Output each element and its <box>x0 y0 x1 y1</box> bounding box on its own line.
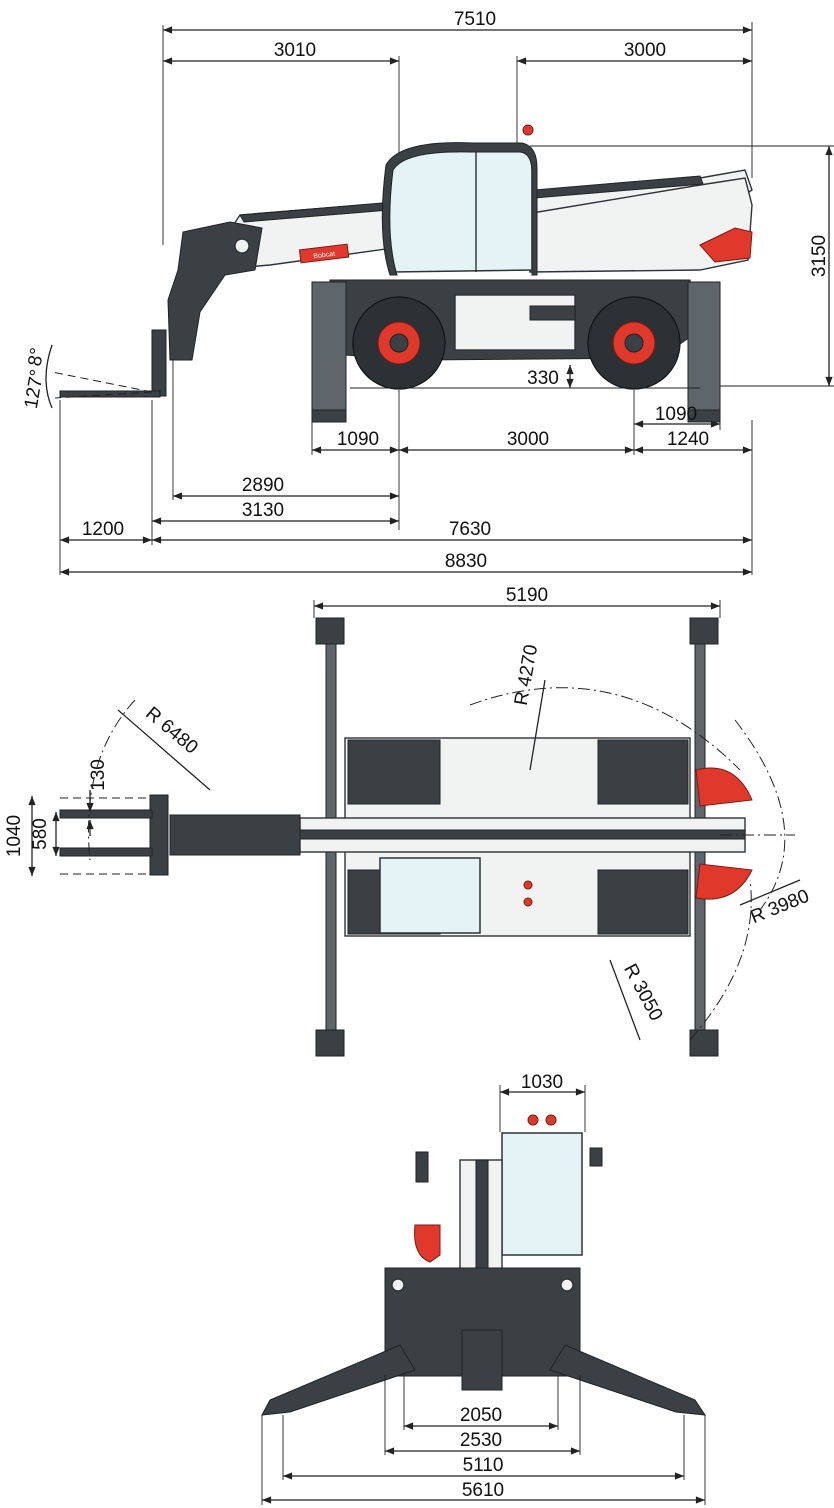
dim-5190: 5190 <box>506 585 548 606</box>
dim-580: 580 <box>30 818 51 850</box>
cab-window <box>384 146 533 273</box>
rear-light-red <box>699 227 753 263</box>
boom-logo-text: Bobcat <box>313 251 336 261</box>
dim-1090-front: 1090 <box>337 429 379 450</box>
rear-view: 1030 2050 2530 5110 5610 <box>261 1072 707 1505</box>
dim-1200: 1200 <box>82 519 124 540</box>
side-view: 7510 3010 3000 3150 Bobcat <box>21 9 834 576</box>
dim-1240: 1240 <box>667 429 709 450</box>
dim-2530: 2530 <box>460 1430 502 1451</box>
dim-5610: 5610 <box>462 1480 504 1501</box>
stabilizer-pad <box>689 617 719 645</box>
front-stabilizer-pad <box>311 409 347 423</box>
beacon-rear <box>527 1114 539 1126</box>
dim-3150: 3150 <box>809 235 830 277</box>
cab-rear-window <box>501 1132 583 1256</box>
boom-head-top <box>169 814 301 856</box>
dim-radius-3050: R 3050 <box>619 960 666 1024</box>
dim-3000-wheelbase: 3000 <box>507 429 549 450</box>
boom-head <box>167 221 263 361</box>
wheel-top <box>597 869 689 935</box>
dim-radius-3980: R 3980 <box>748 886 813 928</box>
radius-leader-6480 <box>117 709 211 791</box>
stabilizer-pad <box>315 1029 345 1057</box>
dim-7510: 7510 <box>454 9 496 30</box>
dim-1030: 1030 <box>521 1072 563 1093</box>
radius-arc-6480 <box>87 699 136 861</box>
stabilizer-pad <box>689 1029 719 1057</box>
fork-tine <box>59 390 161 398</box>
dim-330: 330 <box>527 368 559 389</box>
tail-light <box>560 1278 574 1292</box>
chassis-badge <box>529 305 576 321</box>
dim-5110: 5110 <box>463 1455 504 1476</box>
radius-arc-3980 <box>734 719 786 911</box>
wheel-top <box>597 739 689 805</box>
dim-2890: 2890 <box>242 475 284 496</box>
radius-leader-3980 <box>739 879 801 906</box>
radius-arc-3050 <box>689 879 752 1041</box>
dump-angle-line <box>54 391 153 399</box>
boom-top-core <box>299 829 746 840</box>
dim-1090-rear: 1090 <box>655 404 697 425</box>
dim-1040: 1040 <box>4 815 25 857</box>
dim-8830: 8830 <box>445 551 487 572</box>
fork-carriage-top <box>149 794 169 876</box>
dim-3000-top: 3000 <box>624 40 666 61</box>
front-hub <box>389 333 409 353</box>
beacon-rear <box>545 1114 557 1126</box>
mirror <box>415 1151 429 1183</box>
angle-arc <box>45 344 53 409</box>
top-view: 5190 1040 580 1 <box>4 585 813 1057</box>
tail-light <box>391 1278 405 1292</box>
fork-tine-top <box>59 847 153 857</box>
fork-carriage <box>151 329 167 397</box>
stabilizer-leg-left <box>261 1344 416 1416</box>
boom-pivot <box>234 238 250 254</box>
dim-3010: 3010 <box>274 40 316 61</box>
dim-radius-4270: R 4270 <box>511 643 542 707</box>
cab-roof-top <box>379 857 481 934</box>
rear-light-top <box>695 767 753 807</box>
angle-127: 127° <box>21 368 49 410</box>
dim-2050: 2050 <box>460 1405 502 1426</box>
cab-frame <box>381 142 538 276</box>
rear-stabilizer <box>687 281 721 411</box>
radius-leader-3050 <box>609 959 641 1041</box>
beacon-top <box>523 897 533 907</box>
rear-light-side <box>414 1224 441 1263</box>
fork-tine-top <box>59 809 153 819</box>
boom-rear-core <box>475 1159 489 1281</box>
dim-radius-6480: R 6480 <box>141 703 201 758</box>
rollback-angle-line <box>51 371 153 393</box>
axle-rear <box>461 1329 503 1391</box>
beacon-top <box>523 880 533 890</box>
wheel-top <box>347 739 441 805</box>
mirror <box>589 1147 603 1167</box>
rear-hub <box>624 333 644 353</box>
rear-light-top <box>695 863 753 900</box>
dim-3130: 3130 <box>242 500 284 521</box>
front-stabilizer <box>311 281 347 411</box>
angle-8: 8° <box>25 346 49 368</box>
beacon <box>522 124 534 136</box>
stabilizer-pad <box>315 617 345 645</box>
stabilizer-leg-right <box>549 1344 707 1416</box>
radius-arc-4270 <box>469 687 741 771</box>
dim-7630: 7630 <box>449 519 491 540</box>
boom-logo-decal <box>298 243 350 264</box>
radius-leader-4270 <box>529 679 546 771</box>
chassis-panel <box>454 294 576 351</box>
